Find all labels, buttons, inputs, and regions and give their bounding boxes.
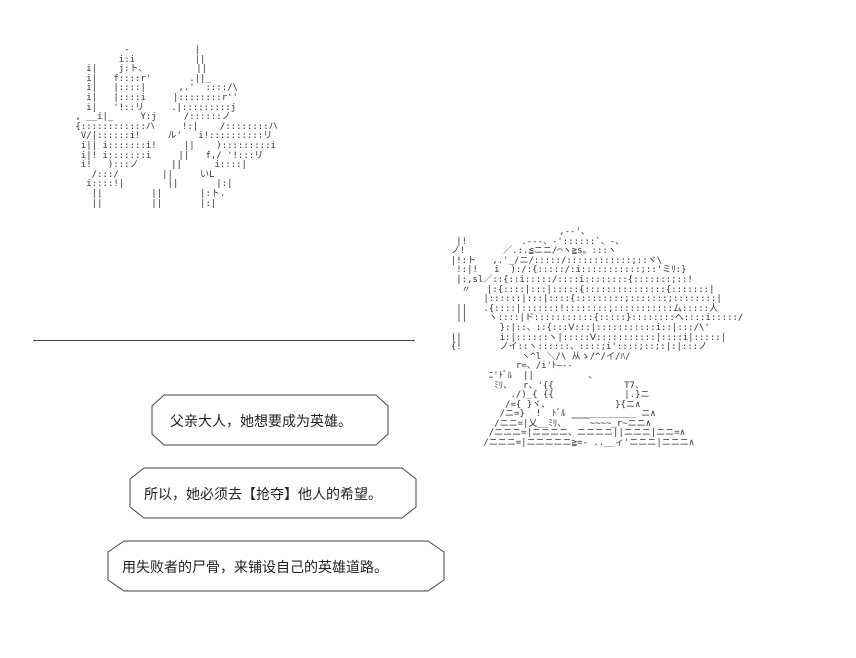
caption-box-3: 用失败者的尸骨，来铺设自己的英雄道路。 [106, 540, 446, 592]
caption-box-2: 所以，她必须去【抢夺】他人的希望。 [128, 467, 418, 519]
ground-line [33, 340, 415, 341]
ascii-art-swords: - | i:i || i| j:ト、 || i| f::::r' .||_ i|… [75, 45, 278, 209]
ascii-art-girl: ,-‐'、 |! .-‐-、‐'::::::`、-、 ノ! ／.:.≦ニニ/⌒ヽ… [450, 227, 744, 449]
caption-frame-3 [107, 540, 445, 592]
caption-box-1: 父亲大人，她想要成为英雄。 [150, 394, 390, 446]
caption-text-1: 父亲大人，她想要成为英雄。 [170, 414, 352, 430]
caption-text-2: 所以，她必须去【抢夺】他人的希望。 [144, 487, 382, 503]
caption-frame-1 [151, 394, 389, 446]
caption-frame-2 [129, 467, 417, 519]
caption-text-3: 用失败者的尸骨，来铺设自己的英雄道路。 [122, 560, 388, 576]
